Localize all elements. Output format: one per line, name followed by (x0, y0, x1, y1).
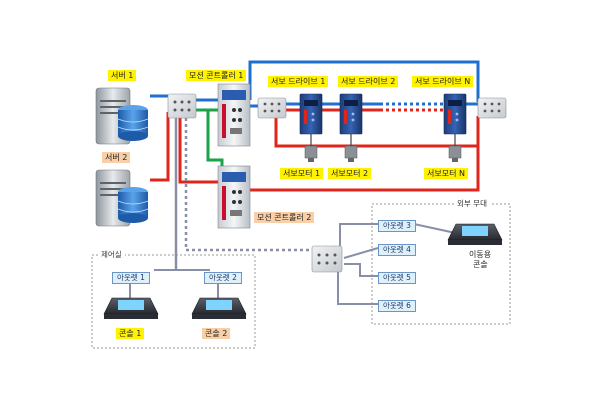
outlet-3-label: 아웃렛 3 (378, 220, 416, 232)
main-network-switch (167, 93, 197, 119)
server-2-label: 서버 2 (102, 152, 131, 163)
server-1 (95, 87, 149, 145)
servo-motor-2 (344, 134, 358, 162)
motion-controller-1-label: 모션 콘트롤러 1 (186, 70, 247, 81)
external-stage-region (371, 203, 511, 325)
servo-motor-n-label: 서보모터 N (424, 168, 468, 179)
mobile-console-label-line1: 이동용 (469, 250, 492, 259)
servo-drive-1 (299, 93, 323, 135)
motion-controller-1 (217, 83, 251, 147)
outlet-1-label: 아웃렛 1 (112, 272, 150, 284)
drive-network-switch (257, 97, 287, 119)
server-2 (95, 169, 149, 227)
network-links (129, 60, 480, 305)
servo-motor-1 (304, 134, 318, 162)
external-stage-title: 외부 무대 (454, 198, 490, 209)
console-1-label: 콘솔 1 (116, 328, 145, 339)
motion-controller-2 (217, 165, 251, 229)
console-1 (103, 297, 159, 319)
servo-drive-2 (339, 93, 363, 135)
console-2-label: 콘솔 2 (202, 328, 231, 339)
console-2 (191, 297, 247, 319)
control-room-region (91, 254, 256, 349)
server-1-label: 서버 1 (108, 70, 137, 81)
servo-drive-2-label: 서보 드라이브 2 (338, 76, 399, 87)
motion-controller-2-label: 모션 콘트롤러 2 (254, 212, 315, 223)
mobile-console-label-line2: 콘솔 (473, 260, 488, 269)
servo-motor-2-label: 서보모터 2 (328, 168, 372, 179)
servo-motor-n (448, 134, 462, 162)
servo-drive-1-label: 서보 드라이브 1 (268, 76, 329, 87)
end-network-switch (477, 97, 507, 119)
control-room-title: 제어실 (98, 249, 125, 260)
outlet-4-label: 아웃렛 4 (378, 244, 416, 256)
servo-drive-n-label: 서보 드라이브 N (412, 76, 474, 87)
servo-drive-n (443, 93, 467, 135)
servo-motor-1-label: 서보모터 1 (280, 168, 324, 179)
mobile-console (447, 223, 503, 245)
outlet-5-label: 아웃렛 5 (378, 272, 416, 284)
stage-network-switch (311, 245, 343, 273)
outlet-6-label: 아웃렛 6 (378, 300, 416, 312)
outlet-2-label: 아웃렛 2 (204, 272, 242, 284)
